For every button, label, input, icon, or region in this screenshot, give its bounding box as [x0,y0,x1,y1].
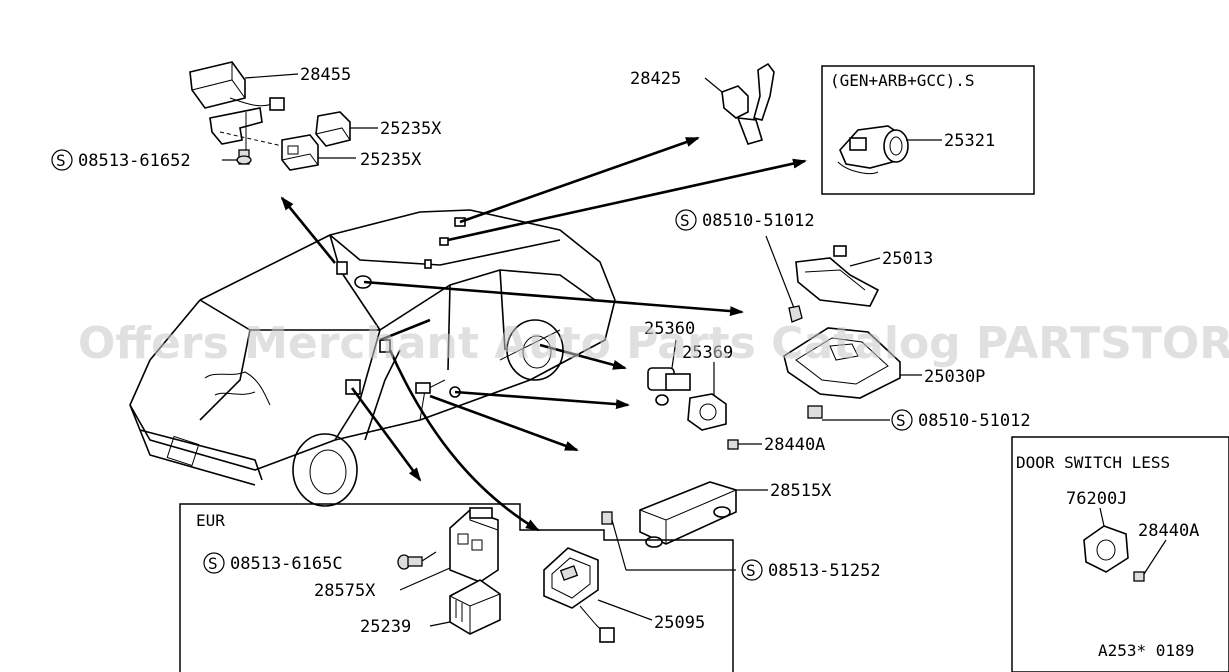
label-28455: 28455 [300,65,351,85]
s-marker-3: S [896,411,906,430]
label-08510-51012-upper: 08510-51012 [702,211,815,231]
label-25095: 25095 [654,613,705,633]
s-marker-5: S [208,554,218,573]
eur-box [179,503,734,672]
car-illustration [129,209,616,507]
door-switch-less-box [1011,436,1229,672]
diagram-code: A253* 0189 [1098,641,1194,660]
label-25321: 25321 [944,131,995,151]
part-eur-screw [397,554,423,570]
part-28515x [639,481,737,548]
car-sensor-marker [336,261,348,275]
label-25239: 25239 [360,617,411,637]
s-marker-2: S [680,211,690,230]
label-08510-51012-lower: 08510-51012 [918,411,1031,431]
part-28575x [449,507,499,583]
label-28575x: 28575X [314,581,376,601]
part-25369 [687,393,727,431]
label-25360: 25360 [644,319,695,339]
label-28425: 28425 [630,69,681,89]
label-28515x: 28515X [770,481,832,501]
pointer-arrows [280,136,807,532]
label-08513-6165c: 08513-6165C [230,554,343,574]
watermark: Offers Merchant Auto Parts Catalog PARTS… [78,318,1229,369]
label-25235x-upper: 25235X [380,119,442,139]
door-box-title: DOOR SWITCH LESS [1016,453,1170,472]
part-25095 [543,547,615,643]
label-25013: 25013 [882,249,933,269]
part-25030p [783,327,901,419]
eur-box-title: EUR [196,511,225,530]
label-28440a-door: 28440A [1138,521,1199,541]
gen-arb-gcc-box [821,65,1035,195]
part-25013 [788,245,880,323]
label-25030p: 25030P [924,367,985,387]
label-08513-51252: 08513-51252 [768,561,881,581]
standard-part-marker [51,149,73,171]
label-28440a: 28440A [764,435,825,455]
gen-box-title: (GEN+ARB+GCC).S [830,71,975,90]
part-25360 [647,367,691,406]
label-76200j: 76200J [1066,489,1127,509]
group-28455 [189,61,378,171]
part-25239 [449,579,501,635]
s-marker-4: S [746,561,756,580]
part-76200j [1083,525,1129,573]
label-25369: 25369 [682,343,733,363]
part-25321 [837,125,909,175]
label-08513-61652: 08513-61652 [78,151,191,171]
group-28425 [704,62,775,145]
label-25235x-lower: 25235X [360,150,422,170]
s-marker-1: S [56,151,66,170]
